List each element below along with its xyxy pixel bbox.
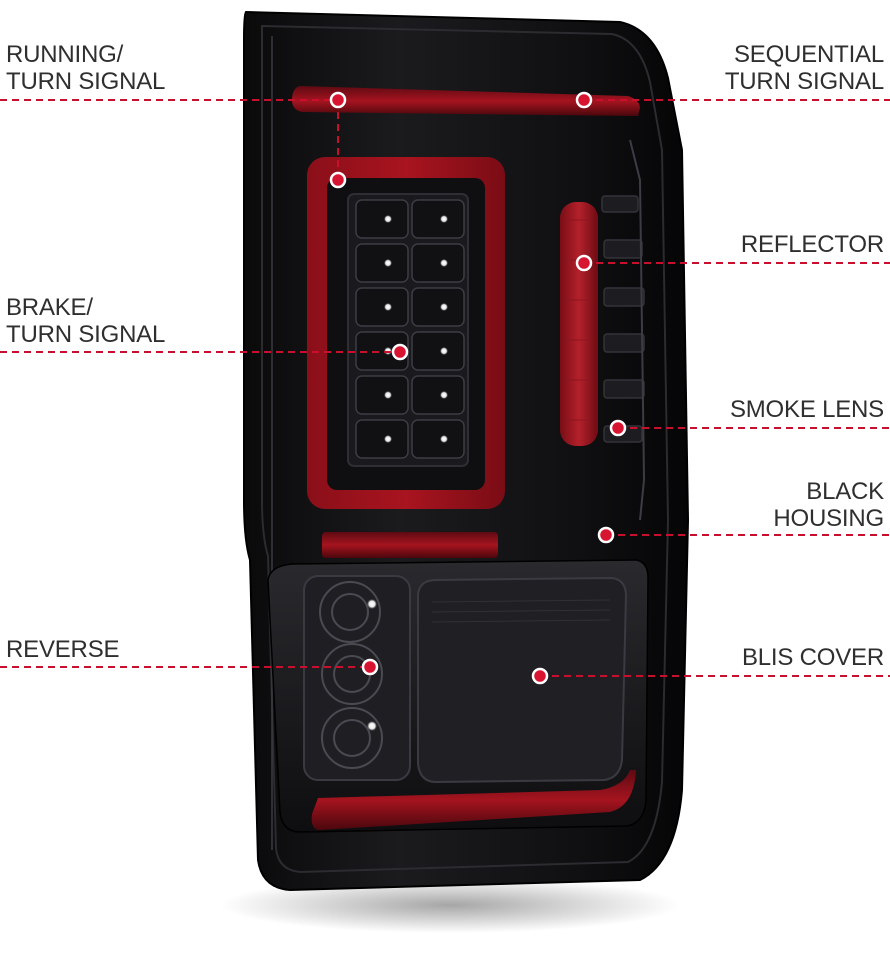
led-cell [411, 243, 465, 283]
label-smoke-lens-line1: SMOKE LENS [729, 396, 884, 423]
blis-cover [417, 576, 628, 784]
label-sequential-turn-line2: TURN SIGNAL [724, 68, 884, 95]
label-sequential-turn-signal: SEQUENTIAL TURN SIGNAL [725, 41, 884, 95]
led-grid [355, 199, 465, 459]
led-cell [411, 419, 465, 459]
label-reverse: REVERSE [6, 636, 120, 663]
ground-shadow [220, 877, 680, 933]
label-sequential-turn-line1: SEQUENTIAL [733, 41, 884, 68]
label-black-housing-line1: BLACK [806, 478, 884, 505]
label-brake-turn-line1: BRAKE/ [6, 294, 93, 321]
middle-red-strip [322, 532, 498, 558]
label-reflector-line1: REFLECTOR [740, 231, 884, 258]
dot-blis-cover [531, 667, 549, 685]
led-diode [440, 303, 448, 311]
dot-black-housing [597, 526, 615, 544]
led-diode [384, 303, 392, 311]
label-reflector: REFLECTOR [741, 231, 884, 258]
led-cell [355, 243, 409, 283]
dot-running-turn [329, 91, 347, 109]
label-brake-turn-signal: BRAKE/ TURN SIGNAL [6, 294, 165, 348]
led-diode [384, 435, 392, 443]
led-diode [440, 259, 448, 267]
callout-lines [0, 99, 890, 677]
label-smoke-lens: SMOKE LENS [730, 396, 884, 423]
label-reverse-line1: REVERSE [6, 636, 120, 663]
led-cell [355, 419, 409, 459]
led-diode [384, 259, 392, 267]
running-turn-light-bar [292, 86, 640, 116]
led-diode [384, 215, 392, 223]
led-cell [355, 199, 409, 239]
dot-brake-turn [391, 343, 409, 361]
led-diode [440, 215, 448, 223]
dot-reflector [575, 254, 593, 272]
led-cell [355, 287, 409, 327]
led-diode [440, 347, 448, 355]
label-running-turn-line1: RUNNING/ [6, 41, 124, 68]
led-diode [440, 435, 448, 443]
label-brake-turn-line2: TURN SIGNAL [6, 321, 166, 348]
bottom-red-bar [311, 770, 636, 830]
reverse-lamp-housing [303, 575, 411, 781]
label-blis-cover: BLIS COVER [742, 644, 884, 671]
label-black-housing: BLACK HOUSING [773, 478, 884, 532]
led-cell [411, 287, 465, 327]
dot-sequential-turn [575, 91, 593, 109]
dot-smoke-lens [609, 419, 627, 437]
led-diode [384, 391, 392, 399]
led-cell [355, 375, 409, 415]
label-black-housing-line2: HOUSING [773, 505, 884, 532]
callout-dots [329, 91, 627, 685]
label-blis-cover-line1: BLIS COVER [741, 644, 884, 671]
led-cell [411, 199, 465, 239]
label-running-turn-line2: TURN SIGNAL [6, 68, 166, 95]
label-running-turn-signal: RUNNING/ TURN SIGNAL [6, 41, 165, 95]
reflector [560, 202, 598, 446]
led-cell [411, 331, 465, 371]
dot-running-turn-lower [329, 171, 347, 189]
led-cell [411, 375, 465, 415]
dot-reverse [361, 658, 379, 676]
led-diode [440, 391, 448, 399]
